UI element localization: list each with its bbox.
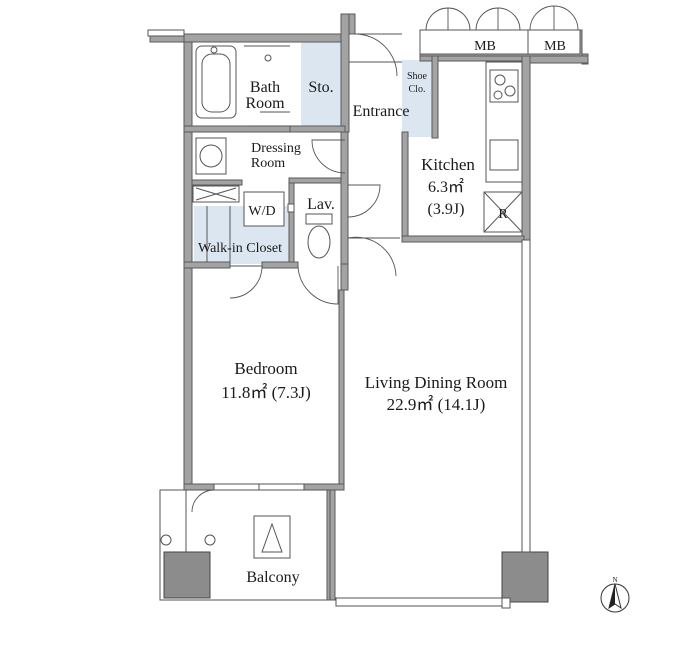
label-balcony: Balcony	[246, 569, 299, 586]
balcony-fixtures	[159, 489, 511, 609]
label-refrigerator: R	[498, 207, 508, 222]
label-bath-room: Room	[245, 95, 285, 112]
refrigerator-box	[483, 191, 523, 233]
room-labels: Bath Room Sto. Entrance Shoe Clo. Dressi…	[198, 39, 566, 586]
label-lavatory: Lav.	[307, 196, 335, 213]
label-meter-box-2: MB	[544, 39, 566, 54]
label-washer-dryer: W/D	[248, 204, 275, 219]
label-kitchen: Kitchen	[421, 155, 475, 174]
label-entrance: Entrance	[353, 103, 410, 120]
entrance-door	[349, 33, 402, 77]
label-dressing: Dressing	[251, 141, 301, 156]
label-bath: Bath	[250, 79, 280, 96]
bathtub	[195, 45, 237, 119]
label-kitchen-area: 6.3㎡	[428, 178, 464, 196]
label-shoe-closet-2: Clo.	[409, 84, 426, 95]
compass-north-label: N	[612, 576, 617, 584]
label-walk-in-closet: Walk-in Closet	[198, 241, 282, 256]
label-living-area: 22.9㎡ (14.1J)	[387, 395, 486, 414]
label-bedroom-area: 11.8㎡ (7.3J)	[221, 383, 311, 402]
toilet	[305, 213, 333, 259]
label-shoe-closet: Shoe	[407, 71, 428, 82]
label-dressing-room: Room	[251, 156, 285, 171]
top-window-swings	[425, 5, 579, 31]
label-storage: Sto.	[308, 79, 333, 96]
label-bedroom: Bedroom	[234, 359, 297, 378]
shower-fittings	[244, 45, 290, 113]
closet-shelves	[192, 185, 240, 262]
label-meter-box-1: MB	[474, 39, 496, 54]
kitchen-counter	[485, 61, 523, 183]
label-kitchen-jo: (3.9J)	[428, 201, 465, 218]
north-compass-icon: N	[600, 576, 630, 613]
windows	[147, 29, 581, 607]
sink	[195, 137, 227, 175]
storage-tint	[194, 40, 432, 264]
interior-doors	[191, 125, 400, 513]
washer-dryer-box	[243, 191, 295, 227]
label-living: Living Dining Room	[365, 373, 508, 392]
